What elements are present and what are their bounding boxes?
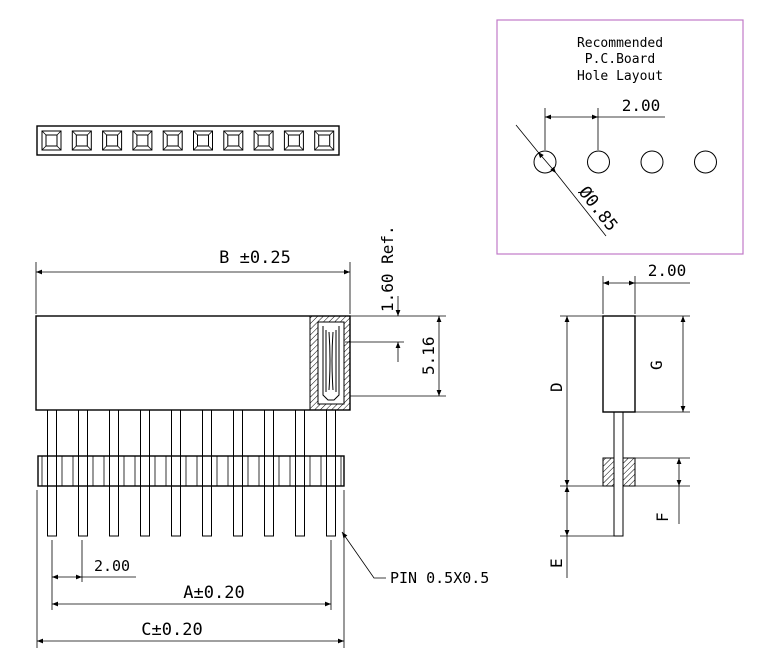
- front-view-pin: [41, 409, 63, 537]
- dim-a-label: A±0.20: [183, 583, 244, 603]
- dim-d-label: D: [547, 382, 566, 392]
- dim-side-width-label: 2.00: [648, 261, 687, 280]
- pcb-hole: [640, 150, 664, 174]
- dim-c-label: C±0.20: [141, 620, 202, 640]
- pcb-layout-border: [496, 19, 744, 255]
- top-view-housing: [36, 125, 340, 156]
- top-view-contact: [253, 130, 274, 151]
- pcb-hole-diameter-label: Ø0.85: [574, 183, 621, 236]
- top-view-contact: [193, 130, 213, 151]
- pcb-layout-title-line1: Recommended: [577, 36, 663, 51]
- dim-height-label: 5.16: [419, 336, 438, 375]
- pin-callout-leader: [341, 531, 386, 579]
- top-view-contact: [132, 130, 153, 151]
- side-view-standoff: [602, 457, 636, 487]
- dim-pitch-label: 2.00: [94, 557, 130, 575]
- contact-cross-section: [309, 315, 351, 411]
- front-view-pin: [165, 409, 187, 537]
- side-view: 2.00 D G E F: [547, 261, 690, 578]
- top-view-contact: [162, 130, 183, 151]
- top-view-contact: [314, 130, 335, 151]
- top-view-contact: [71, 130, 92, 151]
- front-view-pin: [258, 409, 280, 537]
- diameter-dimension-line: [537, 151, 557, 174]
- dim-f-label: F: [653, 512, 672, 522]
- front-view-pin: [289, 409, 311, 537]
- top-view: [36, 125, 340, 156]
- pcb-hole: [694, 150, 717, 174]
- dim-e-label: E: [547, 558, 566, 568]
- front-view-pin: [320, 409, 342, 537]
- pcb-layout-title-line3: Hole Layout: [577, 69, 663, 84]
- dim-g-label: G: [647, 360, 666, 370]
- dim-b-label: B ±0.25: [219, 248, 291, 268]
- pcb-hole: [587, 150, 610, 174]
- pcb-hole: [533, 150, 557, 174]
- top-view-contacts: [41, 130, 335, 151]
- diameter-leader-upper: [515, 124, 539, 153]
- front-view-pin: [227, 409, 249, 537]
- front-view-pin: [103, 409, 125, 537]
- pcb-hole-layout-panel: Recommended P.C.Board Hole Layout 2.00 Ø…: [496, 19, 744, 255]
- front-view-pin: [134, 409, 156, 537]
- pcb-holes: [533, 150, 717, 174]
- pin-callout-label: PIN 0.5X0.5: [390, 569, 489, 587]
- top-view-contact: [102, 130, 123, 151]
- pcb-layout-title-line2: P.C.Board: [585, 52, 655, 67]
- front-view-standoff: [37, 455, 345, 487]
- front-view-body: [35, 315, 351, 411]
- front-view-pin: [72, 409, 94, 537]
- front-view-pins: [41, 409, 342, 537]
- front-view-pin: [196, 409, 218, 537]
- top-view-contact: [283, 130, 304, 151]
- pcb-pitch-label: 2.00: [622, 96, 661, 115]
- dim-ref-label: 1.60 Ref.: [378, 225, 397, 312]
- top-view-contact: [223, 130, 244, 151]
- side-view-pin: [613, 411, 624, 537]
- side-view-body: [602, 315, 636, 413]
- front-view: B ±0.25 1.60 Ref. 5.16 2.00 A±0.20 C±0.2…: [35, 225, 489, 648]
- diameter-leader-lower: [555, 172, 607, 237]
- top-view-contact: [41, 130, 62, 151]
